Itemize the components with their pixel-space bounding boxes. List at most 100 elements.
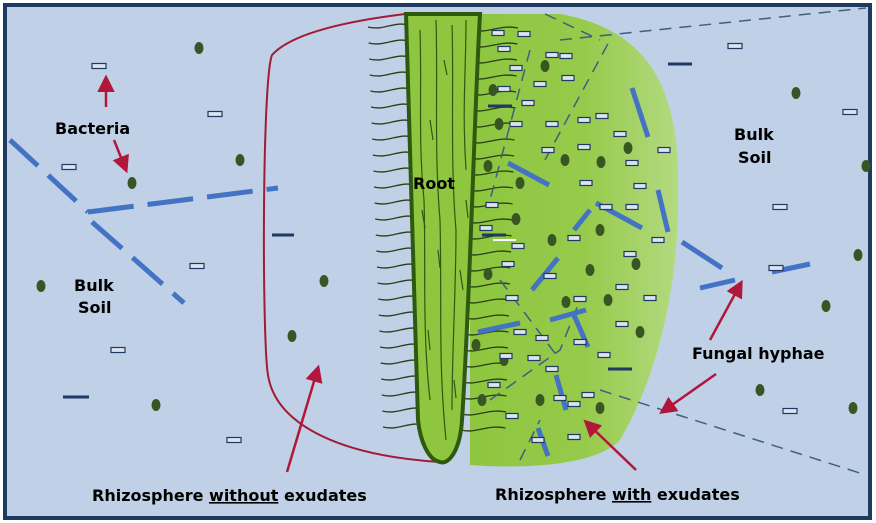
bacteria-rod (500, 354, 512, 359)
bacteria-cell (792, 87, 801, 99)
bacteria-cell (536, 394, 545, 406)
bacteria-rod (502, 262, 514, 267)
bacteria-rod (616, 285, 628, 290)
bacteria-rod (600, 205, 612, 210)
bacteria-rod (652, 238, 664, 243)
bacteria-rod (578, 145, 590, 150)
bacteria-cell (288, 330, 297, 342)
bacteria-rod (486, 203, 498, 208)
bacteria-cell (541, 60, 550, 72)
bacteria-rod (658, 148, 670, 153)
bacteria-rod (626, 205, 638, 210)
bulk-soil-left-label-2: Soil (78, 298, 111, 317)
bacteria-cell (484, 160, 493, 172)
bacteria-rod (598, 353, 610, 358)
bacteria-rod (578, 118, 590, 123)
bacteria-cell (37, 280, 46, 292)
bacteria-cell (632, 258, 641, 270)
bacteria-cell (624, 142, 633, 154)
bacteria-rod (668, 63, 692, 66)
bacteria-cell (472, 339, 481, 351)
bacteria-rod (568, 435, 580, 440)
bacteria-rod (574, 297, 586, 302)
bacteria-rod (92, 64, 106, 69)
bacteria-rod (518, 32, 530, 37)
bacteria-rod (534, 82, 546, 87)
bacteria-cell (596, 224, 605, 236)
bacteria-rod (728, 44, 742, 49)
bacteria-rod (208, 112, 222, 117)
bacteria-rod (546, 53, 558, 58)
bacteria-rod (514, 330, 526, 335)
bacteria-cell (478, 394, 487, 406)
bacteria-cell (236, 154, 245, 166)
bacteria-rod (626, 161, 638, 166)
root-label: Root (413, 174, 455, 193)
bacteria-cell (561, 154, 570, 166)
bacteria-cell (495, 118, 504, 130)
bacteria-rod (506, 296, 518, 301)
bacteria-cell (862, 160, 871, 172)
bacteria-rod (783, 409, 797, 414)
bacteria-cell (849, 402, 858, 414)
bacteria-rod (522, 101, 534, 106)
bacteria-rod (773, 205, 787, 210)
bulk-soil-right-label-2: Soil (738, 148, 771, 167)
bacteria-cell (854, 249, 863, 261)
bacteria-rod (227, 438, 241, 443)
bacteria-rod (616, 322, 628, 327)
bacteria-rod (614, 132, 626, 137)
bacteria-cell (128, 177, 137, 189)
bacteria-rod (498, 87, 510, 92)
bacteria-rod (580, 181, 592, 186)
bacteria-rod (554, 396, 566, 401)
bacteria-rod (634, 184, 646, 189)
bacteria-cell (152, 399, 161, 411)
bacteria-rod (562, 76, 574, 81)
bacteria-rod (488, 383, 500, 388)
bacteria-cell (489, 84, 498, 96)
bacteria-rod (843, 110, 857, 115)
bacteria-rod (596, 114, 608, 119)
bacteria-rod (568, 236, 580, 241)
bacteria-rod (510, 66, 522, 71)
bacteria-rod (62, 165, 76, 170)
bacteria-cell (484, 268, 493, 280)
bacteria-rod (624, 252, 636, 257)
fungal-hyphae-label: Fungal hyphae (692, 344, 825, 363)
bacteria-rod (574, 340, 586, 345)
bacteria-cell (597, 156, 606, 168)
bacteria-rod (546, 367, 558, 372)
bacteria-cell (636, 326, 645, 338)
bacteria-rod (644, 296, 656, 301)
bacteria-cell (822, 300, 831, 312)
bacteria-rod (272, 234, 294, 237)
bacteria-rod (542, 148, 554, 153)
bacteria-cell (548, 234, 557, 246)
bacteria-rod (506, 414, 518, 419)
bacteria-rod (528, 356, 540, 361)
bacteria-label: Bacteria (55, 119, 130, 138)
bacteria-rod (480, 226, 492, 231)
bacteria-cell (596, 402, 605, 414)
bacteria-cell (195, 42, 204, 54)
bacteria-cell (756, 384, 765, 396)
rhizosphere-with-exudates-label: Rhizosphere with exudates (495, 485, 740, 504)
bacteria-cell (604, 294, 613, 306)
bacteria-rod (532, 438, 544, 443)
bacteria-rod (546, 122, 558, 127)
bacteria-cell (512, 213, 521, 225)
bacteria-cell (562, 296, 571, 308)
bacteria-rod (510, 122, 522, 127)
bacteria-rod (492, 31, 504, 36)
bacteria-rod (512, 244, 524, 249)
bacteria-rod (498, 47, 510, 52)
bacteria-rod (536, 336, 548, 341)
bacteria-rod (190, 264, 204, 269)
bacteria-rod (544, 274, 556, 279)
bacteria-rod (560, 54, 572, 59)
bacteria-rod (488, 105, 512, 108)
bacteria-rod (582, 393, 594, 398)
bacteria-rod (608, 368, 632, 371)
